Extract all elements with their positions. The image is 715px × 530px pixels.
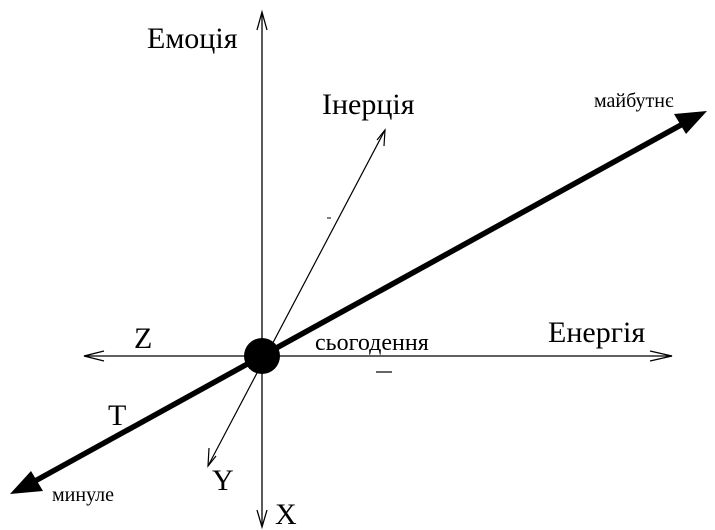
z-axis-arrowhead <box>83 350 105 362</box>
y-axis-arrowhead <box>207 447 217 468</box>
future-label: майбутнє <box>594 90 674 112</box>
x-label: X <box>275 498 297 530</box>
inertia-label: Інерція <box>322 88 415 121</box>
future-arrowhead <box>674 111 707 134</box>
origin-point <box>244 338 280 374</box>
energy-axis-arrowhead <box>649 350 673 362</box>
emotion-axis-arrowhead <box>256 9 268 31</box>
past-arrowhead <box>10 471 43 494</box>
inertia-axis-line <box>207 129 386 467</box>
x-axis-arrowhead <box>256 509 268 530</box>
emotion-label: Емоція <box>147 22 238 55</box>
time-axis-line <box>23 117 693 489</box>
y-label: Y <box>212 464 234 497</box>
z-label: Z <box>134 322 152 355</box>
t-label: T <box>108 399 126 432</box>
energy-label: Енергія <box>548 316 645 349</box>
inertia-axis-arrowhead <box>376 128 386 147</box>
present-label: сьогодення <box>315 330 429 356</box>
past-label: минуле <box>52 484 114 506</box>
